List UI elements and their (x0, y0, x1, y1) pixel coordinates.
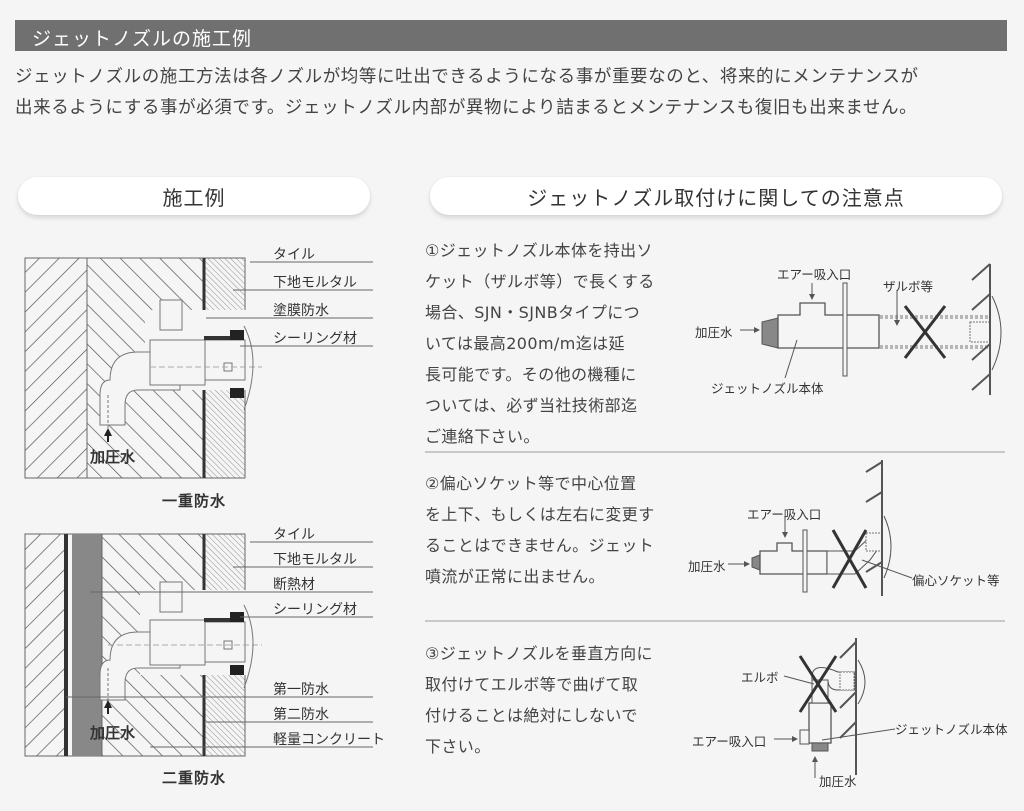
d3-body-label: ジェットノズル本体 (895, 722, 1008, 737)
intro-paragraph: ジェットノズルの施工方法は各ノズルが均等に吐出できるようになる事が重要なのと、将… (15, 62, 1015, 124)
section-title-bar: ジェットノズルの施工例 (15, 20, 1007, 51)
section-title: ジェットノズルの施工例 (32, 28, 253, 50)
divider-2 (425, 620, 1005, 622)
note-2-line: 噴流が正常に出ません。 (425, 567, 605, 586)
d2-eccentric-socket-label: 偏心ソケット等 (912, 573, 1000, 588)
label-second-waterproof: 第二防水 (273, 707, 329, 723)
d3-air-inlet-label: エアー吸入口 (692, 734, 767, 749)
label-base-mortar-2: 下地モルタル (273, 552, 357, 568)
d3-pressure-label: 加圧水 (819, 774, 857, 789)
d1-pressure-label: 加圧水 (695, 325, 733, 340)
note-3-line: 取付けてエルボ等で曲げて取 (425, 675, 639, 694)
note-2-line: を上下、もしくは左右に変更す (425, 505, 655, 524)
d2-pressure-label: 加圧水 (688, 559, 726, 574)
divider-1 (425, 451, 1005, 453)
note-3: ③ジェットノズルを垂直方向に 取付けてエルボ等で曲げて取 付けることは絶対にしな… (425, 638, 675, 762)
label-pressure-water-2: 加圧水 (90, 724, 136, 742)
label-base-mortar: 下地モルタル (273, 275, 357, 291)
caption-single-waterproofing: 一重防水 (162, 492, 227, 510)
single-waterproofing-diagram (24, 257, 373, 479)
note-1-line: ご連絡下さい。 (425, 427, 540, 446)
intro-line-1: ジェットノズルの施工方法は各ノズルが均等に吐出できるようになる事が重要なのと、将… (15, 67, 919, 87)
construction-example-heading: 施工例 (18, 177, 370, 215)
label-tile: タイル (273, 247, 315, 263)
installation-notes-title: ジェットノズル取付けに関しての注意点 (527, 185, 905, 210)
label-lightweight-concrete: 軽量コンクリート (273, 732, 385, 748)
label-tile-2: タイル (273, 527, 315, 543)
construction-example-title: 施工例 (162, 185, 226, 210)
d1-air-inlet-label: エアー吸入口 (777, 267, 852, 282)
d2-air-inlet-label: エアー吸入口 (747, 507, 822, 522)
d3-elbow-label: エルボ (741, 670, 779, 685)
label-coating-waterproof: 塗膜防水 (273, 303, 329, 319)
caption-double-waterproofing: 二重防水 (162, 769, 227, 787)
note-2-line: ることはできません。ジェット (425, 536, 655, 555)
note-2-line: ②偏心ソケット等で中心位置 (425, 474, 637, 493)
intro-line-2: 出来るようにする事が必須です。ジェットノズル内部が異物により詰まるとメンテナンス… (15, 98, 918, 118)
installation-notes-heading: ジェットノズル取付けに関しての注意点 (430, 177, 1002, 215)
note-3-line: 下さい。 (425, 737, 491, 756)
note-3-line: 付けることは絶対にしないで (425, 706, 638, 725)
note-1-line: ついては、必ず当社技術部迄 (425, 396, 638, 415)
note-3-line: ③ジェットノズルを垂直方向に (425, 644, 653, 663)
label-pressure-water-1: 加圧水 (90, 448, 136, 466)
d1-socket-label: ザルボ等 (883, 279, 934, 294)
note-1-line: ①ジェットノズル本体を持出ソ (425, 241, 653, 260)
label-insulation: 断熱材 (273, 577, 315, 593)
d1-body-label: ジェットノズル本体 (711, 381, 824, 396)
label-sealing: シーリング材 (273, 331, 357, 347)
note-2: ②偏心ソケット等で中心位置 を上下、もしくは左右に変更す ることはできません。ジ… (425, 468, 675, 592)
label-sealing-2: シーリング材 (273, 602, 357, 618)
note-1-line: 場合、SJN・SJNBタイプにつ (425, 303, 641, 322)
note-1-line: 長可能です。その他の機種に (425, 365, 637, 384)
note-1-line: ケット（ザルボ等）で長くする (425, 272, 655, 291)
note-1: ①ジェットノズル本体を持出ソ ケット（ザルボ等）で長くする 場合、SJN・SJN… (425, 235, 675, 452)
double-waterproofing-diagram (24, 533, 373, 757)
note-1-line: いては最高200m/m迄は延 (425, 334, 625, 353)
label-first-waterproof: 第一防水 (273, 682, 329, 698)
